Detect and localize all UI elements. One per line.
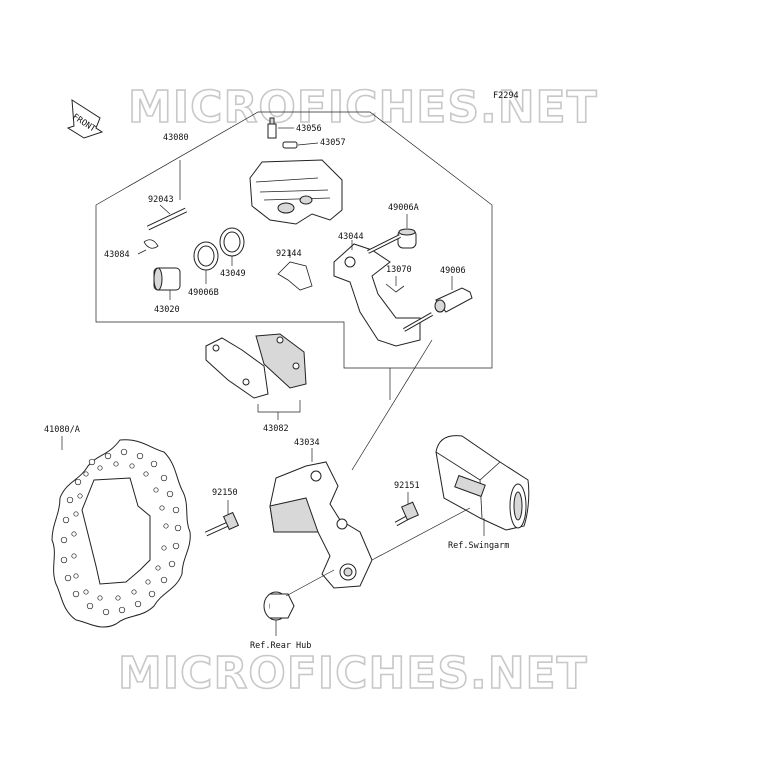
label-43020: 43020 (154, 305, 180, 315)
caliper-mount-bracket (269, 461, 373, 589)
label-43057: 43057 (320, 138, 346, 148)
label-41080A: 41080/A (44, 425, 80, 435)
caliper-pin (146, 207, 188, 231)
label-49006A: 49006A (388, 203, 419, 213)
bleeder-cap (282, 141, 298, 149)
disc-holes (60, 448, 182, 616)
brake-disc (51, 439, 191, 628)
label-49006: 49006 (440, 266, 466, 276)
label-49006B: 49006B (188, 288, 219, 298)
ref-rear-hub: Ref.Rear Hub (250, 641, 311, 651)
watermark-bottom: MICROFICHES.NET (118, 648, 588, 699)
label-43084: 43084 (104, 250, 130, 260)
caliper-assembly-outline (95, 111, 493, 369)
label-92151: 92151 (394, 481, 420, 491)
ref-swingarm: Ref.Swingarm (448, 541, 509, 551)
brake-pad-left (205, 337, 269, 399)
label-92150: 92150 (212, 488, 238, 498)
figure-code: F2294 (493, 91, 519, 101)
rear-hub-collar (263, 591, 295, 621)
dust-seal (193, 241, 219, 271)
slide-sleeve (434, 287, 473, 313)
label-43082: 43082 (263, 424, 289, 434)
label-43044: 43044 (338, 232, 364, 242)
bracket-bolt (394, 501, 419, 527)
front-arrow-icon: FRONT (66, 99, 104, 139)
caliper-bracket (333, 234, 433, 347)
label-43049: 43049 (220, 269, 246, 279)
label-13070: 13070 (386, 265, 412, 275)
caliper-piston (153, 267, 181, 291)
label-43034: 43034 (294, 438, 320, 448)
brake-pad-right (255, 333, 307, 389)
pad-spring (277, 261, 313, 291)
label-92043: 92043 (148, 195, 174, 205)
label-43080: 43080 (163, 133, 189, 143)
piston-seal (219, 227, 245, 257)
label-92144: 92144 (276, 249, 302, 259)
bleeder-valve (267, 117, 277, 139)
pin-clip (143, 239, 159, 249)
swingarm (435, 435, 530, 531)
watermark-top: MICROFICHES.NET (128, 82, 598, 133)
disc-bolt (204, 511, 240, 537)
pad-retainer (385, 283, 405, 293)
label-43056: 43056 (296, 124, 322, 134)
sleeve-boot (397, 228, 417, 249)
caliper-body (249, 159, 343, 225)
